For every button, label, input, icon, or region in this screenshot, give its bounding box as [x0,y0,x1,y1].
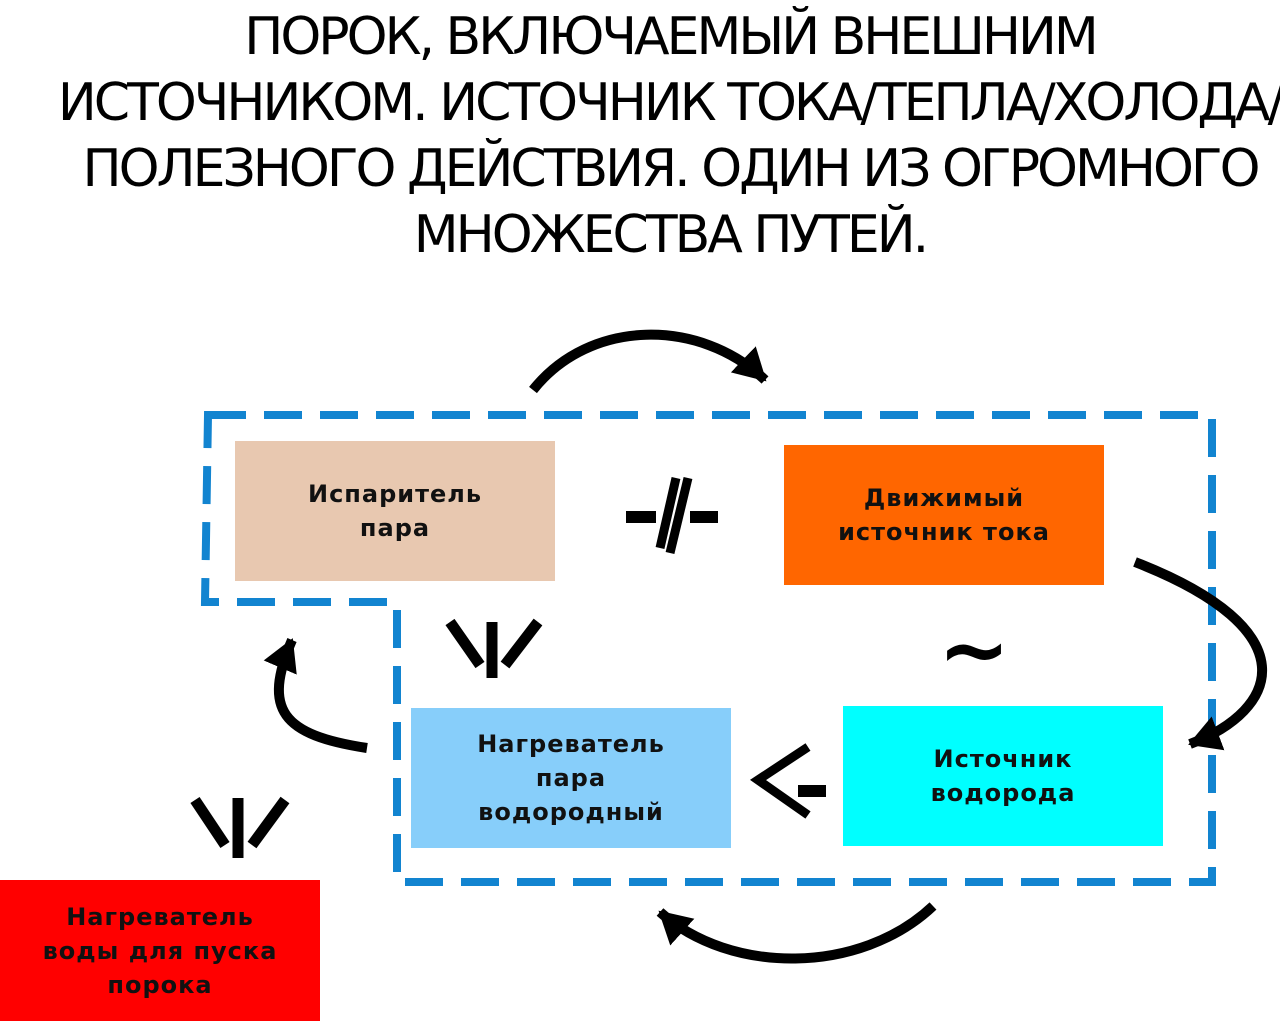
arrow-left-symbol [749,743,826,819]
node-hydrogen-source: Источник водорода [843,706,1163,846]
node-steam-evaporator-label: Испаритель пара [307,480,483,542]
title-line-4: МНОЖЕСТВА ПУТЕЙ. [413,205,929,265]
diagram-title: ПОРОК, ВКЛЮЧАЕМЫЙ ВНЕШНИМ ИСТОЧНИКОМ. ИС… [40,4,1280,268]
node-hydrogen-source-label: Источник водорода [930,745,1076,807]
node-steam-evaporator: Испаритель пара [235,441,555,581]
node-water-heater: Нагреватель воды для пуска порока [0,880,320,1021]
title-line-3: ПОЛЕЗНОГО ДЕЙСТВИЯ. ОДИН ИЗ ОГРОМНОГО [82,139,1260,199]
arrow-right [1133,557,1267,751]
title-line-1: ПОРОК, ВКЛЮЧАЕМЫЙ ВНЕШНИМ [244,7,1098,67]
not-equal-symbol [626,476,718,555]
arrow-bottom [656,902,937,964]
approx-symbol: ~ [938,600,1011,700]
prong-symbol-upper [445,618,543,678]
arrow-left [263,638,368,753]
arrow-top [529,329,769,394]
title-line-2: ИСТОЧНИКОМ. ИСТОЧНИК ТОКА/ТЕПЛА/ХОЛОДА/ [57,73,1280,133]
node-hydrogen-steam-heater: Нагреватель пара водородный [411,708,731,848]
node-moving-current-source-label: Движимый источник тока [838,484,1050,546]
node-hydrogen-steam-heater-label: Нагреватель пара водородный [477,730,665,826]
prong-symbol-lower [190,796,290,858]
node-water-heater-label: Нагреватель воды для пуска порока [42,902,278,999]
system-boundary-dashed [200,411,1216,886]
node-moving-current-source: Движимый источник тока [784,445,1104,585]
